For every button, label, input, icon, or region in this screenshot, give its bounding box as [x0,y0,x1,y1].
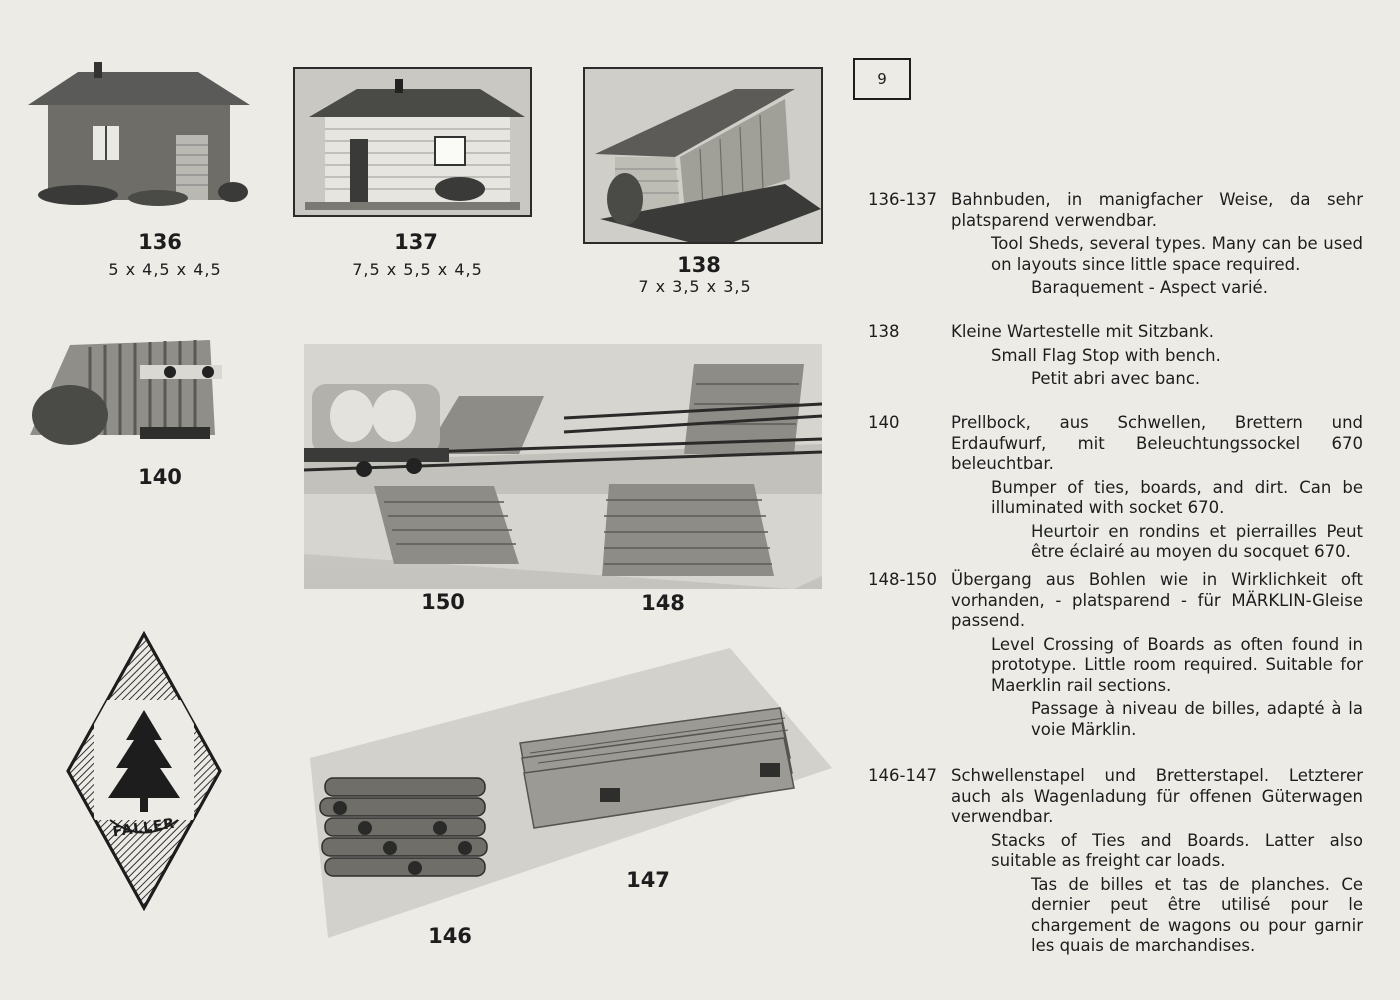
faller-logo: FALLER [64,630,224,912]
entry-text-fr: Baraquement - Aspect varié. [1031,278,1268,297]
entry-text-en: Level Crossing of Boards as often found … [991,634,1363,695]
photo-146-147-stacks [310,648,832,938]
entry-146-147: 146-147 Schwellenstapel und Bretterstape… [868,766,1363,957]
figure-number-136: 136 [138,230,182,254]
entry-code: 136-137 [868,190,937,209]
photo-140-bumper [30,335,223,445]
entry-text-en: Small Flag Stop with bench. [991,345,1221,365]
photo-136-tool-shed [28,60,250,210]
shelter-138-illustration [585,69,821,242]
entry-code: 146-147 [868,766,937,785]
figure-number-147: 147 [626,868,670,892]
shed-137-illustration [295,69,530,215]
entry-text-fr: Passage à niveau de billes, adapté à la … [1031,699,1363,739]
figure-number-137: 137 [394,230,438,254]
figure-dims-137: 7,5 x 5,5 x 4,5 [352,260,483,279]
photo-138-flag-stop [583,67,823,244]
entry-text-fr: Petit abri avec banc. [1031,369,1201,388]
entry-text-en: Bumper of ties, boards, and dirt. Can be… [991,477,1363,518]
entry-code: 140 [868,413,900,432]
entry-140: 140 Prellbock, aus Schwellen, Brettern u… [868,413,1363,563]
figure-number-146: 146 [428,924,472,948]
crossing-illustration [304,344,822,589]
entry-text-en: Tool Sheds, several types. Many can be u… [991,234,1363,274]
entry-136-137: 136-137 Bahnbuden, in manigfacher Weise,… [868,190,1363,299]
entry-148-150: 148-150 Übergang aus Bohlen wie in Wirkl… [868,570,1363,740]
figure-dims-136: 5 x 4,5 x 4,5 [108,260,222,279]
entry-text-de: Kleine Wartestelle mit Sitzbank. [951,322,1214,341]
entry-text-fr: Heurtoir en rondins et pierrailles Peut … [1031,521,1363,562]
entry-138: 138 Kleine Wartestelle mit Sitzbank. Sma… [868,322,1363,390]
photo-137-tool-shed [293,67,532,217]
entry-text-de: Bahnbuden, in manigfacher Weise, da sehr… [951,190,1363,230]
faller-logo-diamond-icon [66,630,222,912]
entry-text-en: Stacks of Ties and Boards. Latter also s… [991,830,1363,871]
figure-number-140: 140 [138,465,182,489]
page-number: 9 [853,58,911,100]
figure-dims-138: 7 x 3,5 x 3,5 [638,277,752,296]
entry-text-de: Schwellenstapel und Bretterstapel. Letzt… [951,766,1363,826]
figure-number-148: 148 [641,591,685,615]
entry-code: 148-150 [868,570,937,589]
figure-number-150: 150 [421,590,465,614]
entry-text-de: Übergang aus Bohlen wie in Wirklichkeit … [951,570,1363,630]
entry-code: 138 [868,322,900,341]
shed-136-illustration [28,62,250,206]
entry-text-fr: Tas de billes et tas de planches. Ce der… [1031,874,1363,956]
bumper-140-illustration [30,340,222,445]
photo-148-150-level-crossing [304,344,822,589]
figure-number-138: 138 [677,253,721,277]
entry-text-de: Prellbock, aus Schwellen, Brettern und E… [951,413,1363,473]
stacks-illustration [310,648,832,938]
